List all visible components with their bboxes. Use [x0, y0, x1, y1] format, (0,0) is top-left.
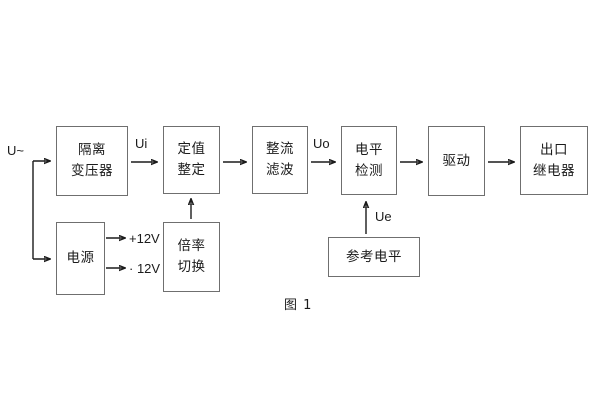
block-rectify-filter[interactable]: 整流 滤波: [252, 126, 308, 194]
block-level-detect[interactable]: 电平 检测: [341, 126, 397, 195]
block-label-line2: 继电器: [533, 162, 575, 179]
block-label-line1: 定值: [177, 141, 206, 158]
block-label-line1: 电平: [355, 141, 383, 158]
block-label-line2: 切换: [177, 259, 206, 275]
block-label-line2: 变压器: [71, 163, 113, 179]
label-minus-12v: · 12V: [129, 261, 161, 276]
label-input-voltage: U~: [7, 143, 24, 158]
block-label-line2: 整定: [177, 162, 206, 178]
block-label-line1: 参考电平: [346, 248, 402, 265]
block-label-line1: 驱动: [442, 152, 471, 169]
block-power-supply[interactable]: 电源: [56, 222, 105, 295]
block-multiplier-switch[interactable]: 倍率 切换: [163, 222, 220, 292]
figure-caption: 图 1: [284, 298, 313, 313]
block-isolation-transformer[interactable]: 隔离 变压器: [56, 126, 128, 196]
block-label-line2: 检测: [355, 162, 383, 179]
block-reference-level[interactable]: 参考电平: [328, 237, 420, 277]
block-label-line1: 电源: [66, 250, 95, 267]
label-ui: Ui: [135, 136, 148, 151]
block-drive[interactable]: 驱动: [428, 126, 485, 196]
block-label-line1: 倍率: [177, 238, 206, 255]
label-ue: Ue: [375, 209, 392, 224]
label-uo: Uo: [313, 136, 330, 151]
block-setting-value[interactable]: 定值 整定: [163, 126, 220, 194]
wire-input-trunk: [32, 161, 50, 259]
block-label-line2: 滤波: [266, 162, 294, 178]
block-output-relay[interactable]: 出口 继电器: [520, 126, 588, 195]
block-label-line1: 整流: [266, 141, 294, 158]
block-label-line1: 出口: [540, 141, 568, 158]
label-plus-12v: +12V: [129, 231, 160, 246]
block-label-line1: 隔离: [78, 142, 106, 159]
